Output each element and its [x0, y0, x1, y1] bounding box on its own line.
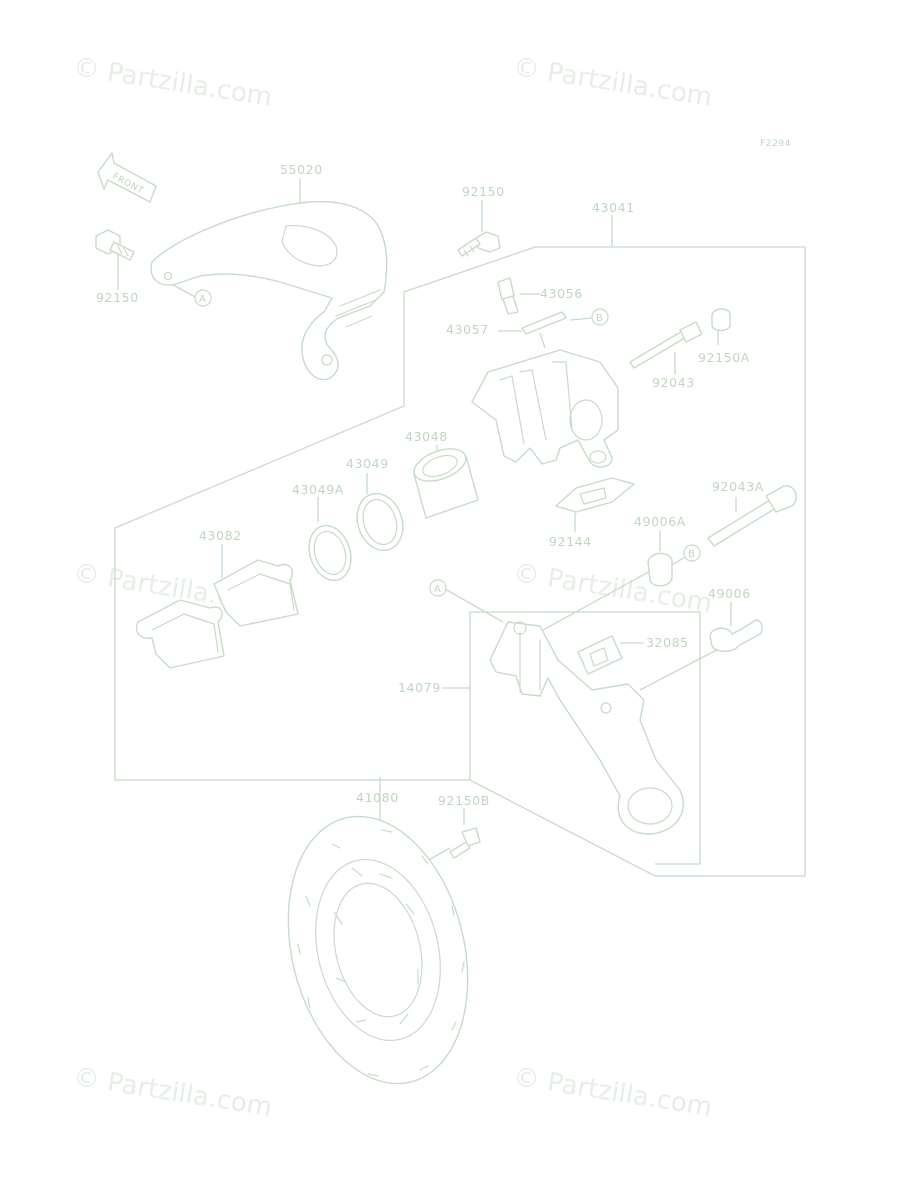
- label-92150-top: 92150: [462, 184, 505, 199]
- label-92150-left: 92150: [96, 290, 139, 305]
- label-55020: 55020: [280, 162, 323, 177]
- leader-lines: [117, 178, 737, 863]
- brake-pads: [135, 559, 299, 669]
- bolt-92150B: [449, 827, 481, 859]
- piston-seal: [356, 492, 404, 552]
- label-43048: 43048: [405, 429, 448, 444]
- label-43057: 43057: [446, 322, 489, 337]
- label-43082: 43082: [199, 528, 242, 543]
- slide-pin-92043A: [707, 485, 797, 547]
- label-92144: 92144: [549, 534, 592, 549]
- label-92043A: 92043A: [712, 479, 764, 494]
- svg-text:B: B: [596, 313, 603, 324]
- brake-disc: [287, 815, 469, 1085]
- brake-caliper-guard: [150, 200, 388, 381]
- spring-32085: [577, 635, 623, 675]
- front-arrow-icon: FRONT: [97, 152, 157, 203]
- label-92150B: 92150B: [438, 793, 490, 808]
- svg-text:A: A: [434, 584, 441, 595]
- label-32085: 32085: [646, 635, 689, 650]
- callout-a-bracket: A: [429, 579, 447, 597]
- label-49006A: 49006A: [634, 514, 686, 529]
- callout-a-guard: A: [194, 289, 212, 307]
- label-49006: 49006: [708, 586, 751, 601]
- svg-text:B: B: [688, 549, 695, 560]
- dust-seal: [308, 524, 352, 582]
- label-92043: 92043: [652, 375, 695, 390]
- pin-plug-92150A: [711, 308, 731, 332]
- label-43049: 43049: [346, 456, 389, 471]
- bleeder-cap: [521, 311, 567, 335]
- boot-49006A: [647, 552, 673, 587]
- bleeder-valve: [497, 277, 519, 315]
- pad-spring: [555, 477, 635, 513]
- caliper-body: [471, 349, 619, 468]
- svg-text:A: A: [199, 294, 206, 305]
- label-43041: 43041: [592, 200, 635, 215]
- callout-b-cap: B: [591, 308, 609, 326]
- callout-b-pin: B: [683, 544, 701, 562]
- caliper-bracket: [489, 621, 684, 835]
- label-92150A: 92150A: [698, 350, 750, 365]
- caliper-assembly-outline: [114, 246, 806, 877]
- bolt-92150-top: [457, 231, 501, 257]
- label-43056: 43056: [540, 286, 583, 301]
- bolt-92150-left: [95, 229, 135, 261]
- caliper-piston: [413, 448, 479, 519]
- boot-49006: [709, 619, 763, 652]
- label-41080: 41080: [356, 790, 399, 805]
- label-43049A: 43049A: [292, 482, 344, 497]
- figure-code: F2294: [760, 139, 791, 149]
- pad-pin-92043: [629, 321, 703, 369]
- bracket-assembly-outline: [469, 611, 701, 865]
- label-14079: 14079: [398, 680, 441, 695]
